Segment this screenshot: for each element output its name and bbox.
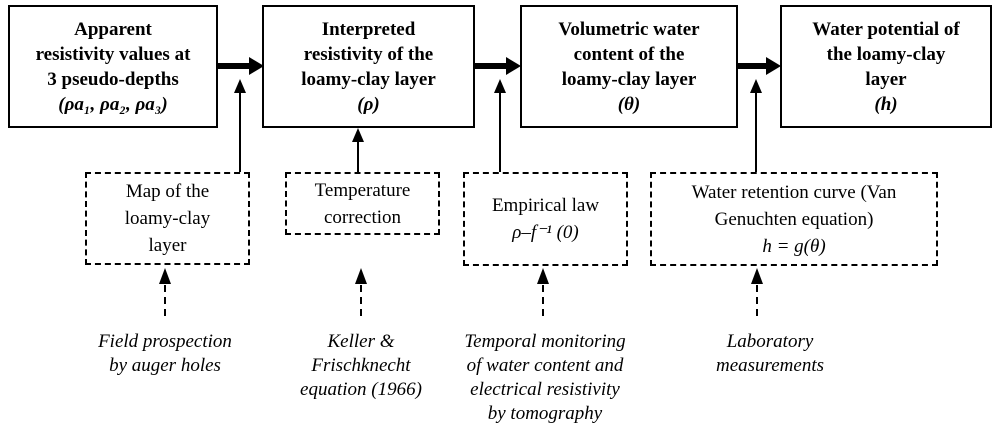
source-label-line: electrical resistivity <box>470 379 620 400</box>
process-arrow-empirical-law <box>494 79 506 172</box>
process-box-formula: h = g(θ) <box>762 235 826 257</box>
source-label-line: Keller & <box>327 331 395 352</box>
process-box-formula: ρ–f⁻¹ (0) <box>512 222 579 243</box>
process-box-line: layer <box>148 235 187 256</box>
stage-box-line: layer <box>865 68 907 90</box>
stage-box-line: Interpreted <box>321 18 416 40</box>
process-arrow-temperature <box>352 128 364 172</box>
process-box-line: Empirical law <box>491 195 600 216</box>
source-label-line: measurements <box>716 355 824 376</box>
source-label-line: by tomography <box>487 403 603 424</box>
stage-box-symbol: (ρ) <box>357 93 380 115</box>
stage-box-line: Apparent <box>74 18 152 40</box>
source-arrow-keller-frischknecht <box>355 268 367 316</box>
stage-box-line: Volumetric water <box>558 18 700 40</box>
source-arrow-field-prospection <box>159 268 171 316</box>
stage-box-line: resistivity of the <box>303 43 434 65</box>
process-box-line: Temperature <box>314 179 411 201</box>
process-box-line: Water retention curve (Van <box>691 181 897 203</box>
source-arrow-laboratory <box>751 268 763 316</box>
stage-box-line: loamy-clay layer <box>561 68 697 90</box>
stage-box-line: content of the <box>573 43 685 65</box>
stage-box-apparent-resistivity: Apparent resistivity values at 3 pseudo-… <box>8 5 218 128</box>
source-label-line: Temporal monitoring <box>464 331 626 352</box>
stage-box-interpreted-resistivity: Interpreted resistivity of the loamy-cla… <box>262 5 475 128</box>
process-box-temperature-correction: Temperature correction <box>285 172 440 235</box>
process-box-line: loamy-clay <box>124 208 211 229</box>
source-arrow-tomography <box>537 268 549 316</box>
process-box-empirical-law: Empirical law ρ–f⁻¹ (0) <box>463 172 628 266</box>
source-label-tomography: Temporal monitoring of water content and… <box>438 330 652 426</box>
stage-box-symbol: (ρa₁, ρa₂, ρa₃) <box>58 93 168 115</box>
stage-box-line: 3 pseudo-depths <box>47 68 179 90</box>
source-label-keller-frischknecht: Keller & Frischknecht equation (1966) <box>266 330 456 402</box>
source-label-line: Field prospection <box>98 331 232 352</box>
stage-box-symbol: (h) <box>874 93 898 115</box>
stage-box-line: Water potential of <box>812 18 960 40</box>
process-arrow-map <box>234 79 246 172</box>
process-box-line: correction <box>323 206 401 228</box>
stage-box-water-content: Volumetric water content of the loamy-cl… <box>520 5 738 128</box>
source-label-line: by auger holes <box>109 355 221 376</box>
source-label-line: equation (1966) <box>300 379 422 400</box>
stage-box-line: resistivity values at <box>35 43 191 65</box>
stage-box-line: loamy-clay layer <box>301 68 436 90</box>
stage-box-line: the loamy-clay <box>826 43 946 65</box>
flow-arrow-3 <box>738 57 781 75</box>
flow-arrow-1 <box>218 57 264 75</box>
stage-box-water-potential: Water potential of the loamy-clay layer … <box>780 5 992 128</box>
source-label-laboratory: Laboratory measurements <box>675 330 865 378</box>
process-arrow-retention-curve <box>750 79 762 172</box>
stage-box-symbol: (θ) <box>617 93 641 115</box>
source-label-line: of water content and <box>466 355 624 376</box>
flow-arrow-2 <box>475 57 521 75</box>
process-box-line: Map of the <box>125 181 210 202</box>
process-box-map: Map of the loamy-clay layer <box>85 172 250 265</box>
process-box-water-retention-curve: Water retention curve (Van Genuchten equ… <box>650 172 938 266</box>
source-label-line: Laboratory <box>726 331 814 352</box>
source-label-field-prospection: Field prospection by auger holes <box>70 330 260 378</box>
source-label-line: Frischknecht <box>311 355 411 376</box>
process-box-line: Genuchten equation) <box>714 208 874 230</box>
